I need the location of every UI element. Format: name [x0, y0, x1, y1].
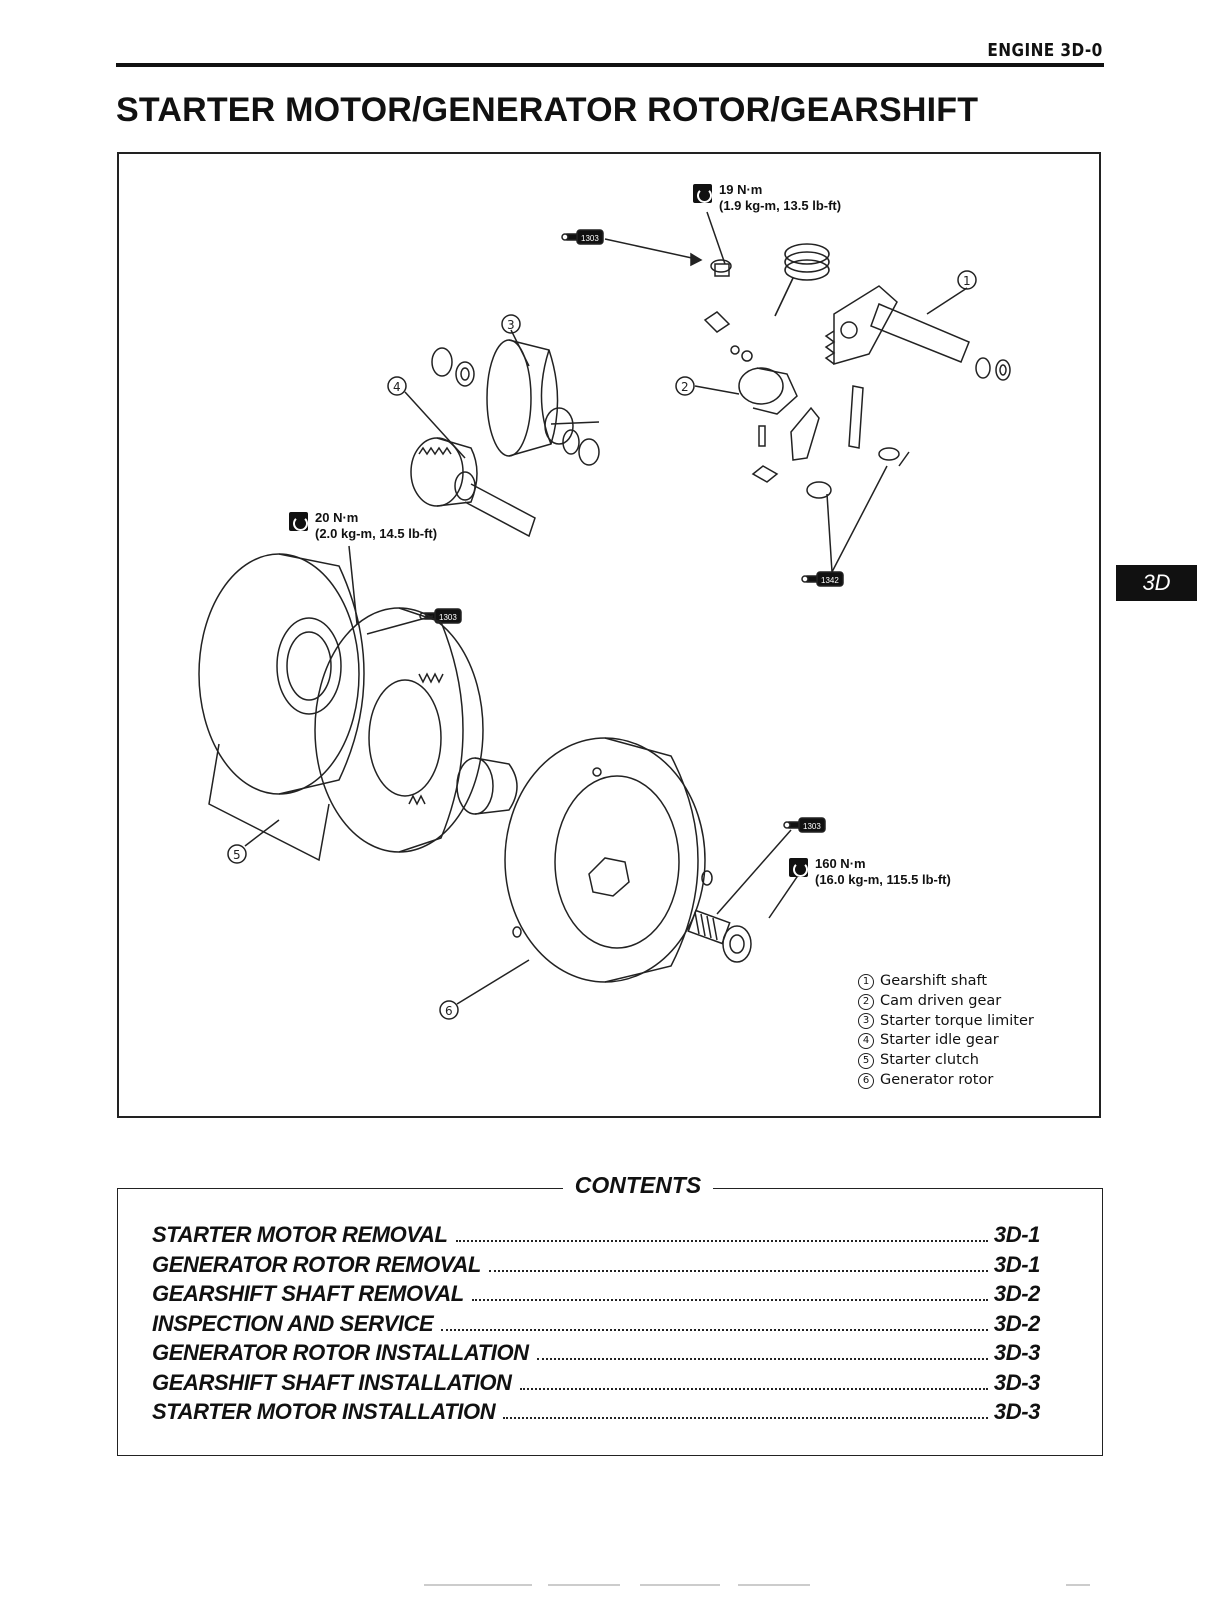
cam-driven-gear [703, 311, 910, 499]
legend-label: Starter idle gear [880, 1032, 999, 1049]
toc-label: STARTER MOTOR INSTALLATION [152, 1399, 496, 1424]
toc-page: 3D-3 [993, 1399, 1040, 1424]
torque-value: 19 N·m [719, 182, 763, 197]
thread-lock-icon: 1303 [783, 817, 826, 833]
toc-label: GENERATOR ROTOR REMOVAL [152, 1251, 481, 1277]
page-title: STARTER MOTOR/GENERATOR ROTOR/GEARSHIFT [116, 91, 979, 129]
legend-number: 5 [858, 1053, 874, 1070]
legend-label: Starter clutch [880, 1052, 979, 1069]
toc-entry[interactable]: STARTER MOTOR REMOVAL 3D-1 [152, 1222, 1040, 1252]
torque-wrench-icon [789, 858, 808, 877]
svg-text:1342: 1342 [821, 576, 839, 585]
gearshift-shaft [824, 285, 1011, 381]
spring [774, 243, 830, 317]
svg-text:3: 3 [507, 318, 515, 332]
toc-entry[interactable]: GENERATOR ROTOR REMOVAL 3D-1 [152, 1252, 1040, 1282]
toc-page: 3D-1 [993, 1222, 1040, 1247]
contents-title: CONTENTS [562, 1172, 714, 1198]
exploded-diagram: 1303 1342 1303 1303 [117, 152, 1101, 1118]
legend-label: Gearshift shaft [880, 973, 988, 989]
torque-detail: (16.0 kg-m, 115.5 lb-ft) [815, 872, 951, 887]
starter-idle-gear [410, 437, 536, 538]
toc-leader [519, 1387, 988, 1390]
torque-spec-20nm: 20 N·m (2.0 kg-m, 14.5 lb-ft) [289, 510, 437, 542]
toc-entry[interactable]: STARTER MOTOR INSTALLATION 3D-3 [152, 1399, 1040, 1429]
toc-label: INSPECTION AND SERVICE [152, 1310, 434, 1336]
legend-item: 4 Starter idle gear [858, 1031, 1034, 1051]
torque-detail: (2.0 kg-m, 14.5 lb-ft) [315, 526, 438, 541]
page-header-section: ENGINE 3D-0 [987, 40, 1103, 61]
toc-page: 3D-1 [993, 1251, 1040, 1277]
callout-6: 6 [439, 1000, 459, 1020]
small-bolt [710, 259, 732, 277]
rotor-bolt [687, 870, 752, 963]
svg-text:1303: 1303 [803, 822, 821, 831]
toc-page: 3D-3 [993, 1369, 1040, 1395]
generator-rotor [504, 737, 706, 983]
torque-wrench-icon [693, 184, 712, 203]
toc-page: 3D-3 [993, 1340, 1040, 1365]
svg-text:6: 6 [445, 1004, 453, 1018]
toc-leader [536, 1358, 988, 1360]
toc-leader [488, 1269, 988, 1272]
legend-number: 3 [858, 1013, 874, 1030]
legend-item: 2 Cam driven gear [858, 992, 1034, 1012]
toc-leader [503, 1417, 988, 1419]
header-rule [116, 63, 1104, 67]
svg-text:4: 4 [393, 380, 401, 394]
exploded-view-drawing: 1303 1342 1303 1303 [198, 211, 1011, 1020]
toc-leader [471, 1299, 988, 1301]
callout-3: 3 [501, 314, 521, 334]
legend-number: 6 [858, 1072, 874, 1089]
callout-1: 1 [957, 270, 977, 290]
starter-clutch [198, 553, 518, 862]
starter-torque-limiter [431, 339, 600, 466]
thread-lock-icon: 1342 [801, 571, 844, 587]
svg-text:5: 5 [233, 848, 241, 862]
table-of-contents: STARTER MOTOR REMOVAL 3D-1 GENERATOR ROTO… [152, 1222, 1040, 1429]
toc-entry[interactable]: GEARSHIFT SHAFT INSTALLATION 3D-3 [152, 1370, 1040, 1400]
torque-spec-160nm: 160 N·m (16.0 kg-m, 115.5 lb-ft) [789, 856, 951, 888]
toc-entry[interactable]: INSPECTION AND SERVICE 3D-2 [152, 1311, 1040, 1341]
torque-wrench-icon [289, 512, 308, 531]
legend-number: 2 [858, 993, 874, 1010]
torque-value: 20 N·m [315, 510, 359, 525]
svg-text:1: 1 [963, 274, 971, 288]
callout-2: 2 [675, 376, 695, 396]
legend-label: Starter torque limiter [880, 1012, 1034, 1029]
thread-lock-icon: 1303 [561, 229, 604, 245]
toc-label: GENERATOR ROTOR INSTALLATION [152, 1340, 529, 1365]
toc-entry[interactable]: GENERATOR ROTOR INSTALLATION 3D-3 [152, 1340, 1040, 1370]
toc-page: 3D-2 [993, 1310, 1040, 1336]
toc-leader [441, 1328, 988, 1331]
section-tab[interactable]: 3D [1116, 565, 1197, 601]
legend-number: 1 [858, 973, 874, 990]
torque-spec-19nm: 19 N·m (1.9 kg-m, 13.5 lb-ft) [693, 182, 841, 214]
thread-lock-icon: 1303 [419, 608, 462, 624]
svg-text:2: 2 [681, 380, 689, 394]
torque-value: 160 N·m [815, 856, 866, 871]
toc-leader [455, 1240, 988, 1242]
callout-5: 5 [227, 844, 247, 864]
toc-label: GEARSHIFT SHAFT INSTALLATION [152, 1369, 512, 1395]
callout-4: 4 [387, 376, 407, 396]
scan-artifacts [424, 1584, 1090, 1586]
torque-detail: (1.9 kg-m, 13.5 lb-ft) [719, 198, 842, 213]
legend-item: 1 Gearshift shaft [858, 972, 1034, 992]
toc-entry[interactable]: GEARSHIFT SHAFT REMOVAL 3D-2 [152, 1281, 1040, 1311]
toc-label: STARTER MOTOR REMOVAL [152, 1222, 448, 1247]
toc-label: GEARSHIFT SHAFT REMOVAL [152, 1281, 464, 1306]
legend-item: 6 Generator rotor [858, 1071, 1034, 1091]
contents-heading: CONTENTS [0, 1172, 1222, 1199]
toc-page: 3D-2 [993, 1281, 1040, 1306]
svg-text:1303: 1303 [581, 234, 599, 243]
legend-item: 5 Starter clutch [858, 1051, 1034, 1071]
legend-number: 4 [858, 1033, 874, 1050]
svg-text:1303: 1303 [439, 613, 457, 622]
legend-item: 3 Starter torque limiter [858, 1012, 1034, 1032]
legend-label: Generator rotor [880, 1071, 994, 1088]
legend-label: Cam driven gear [880, 992, 1002, 1009]
